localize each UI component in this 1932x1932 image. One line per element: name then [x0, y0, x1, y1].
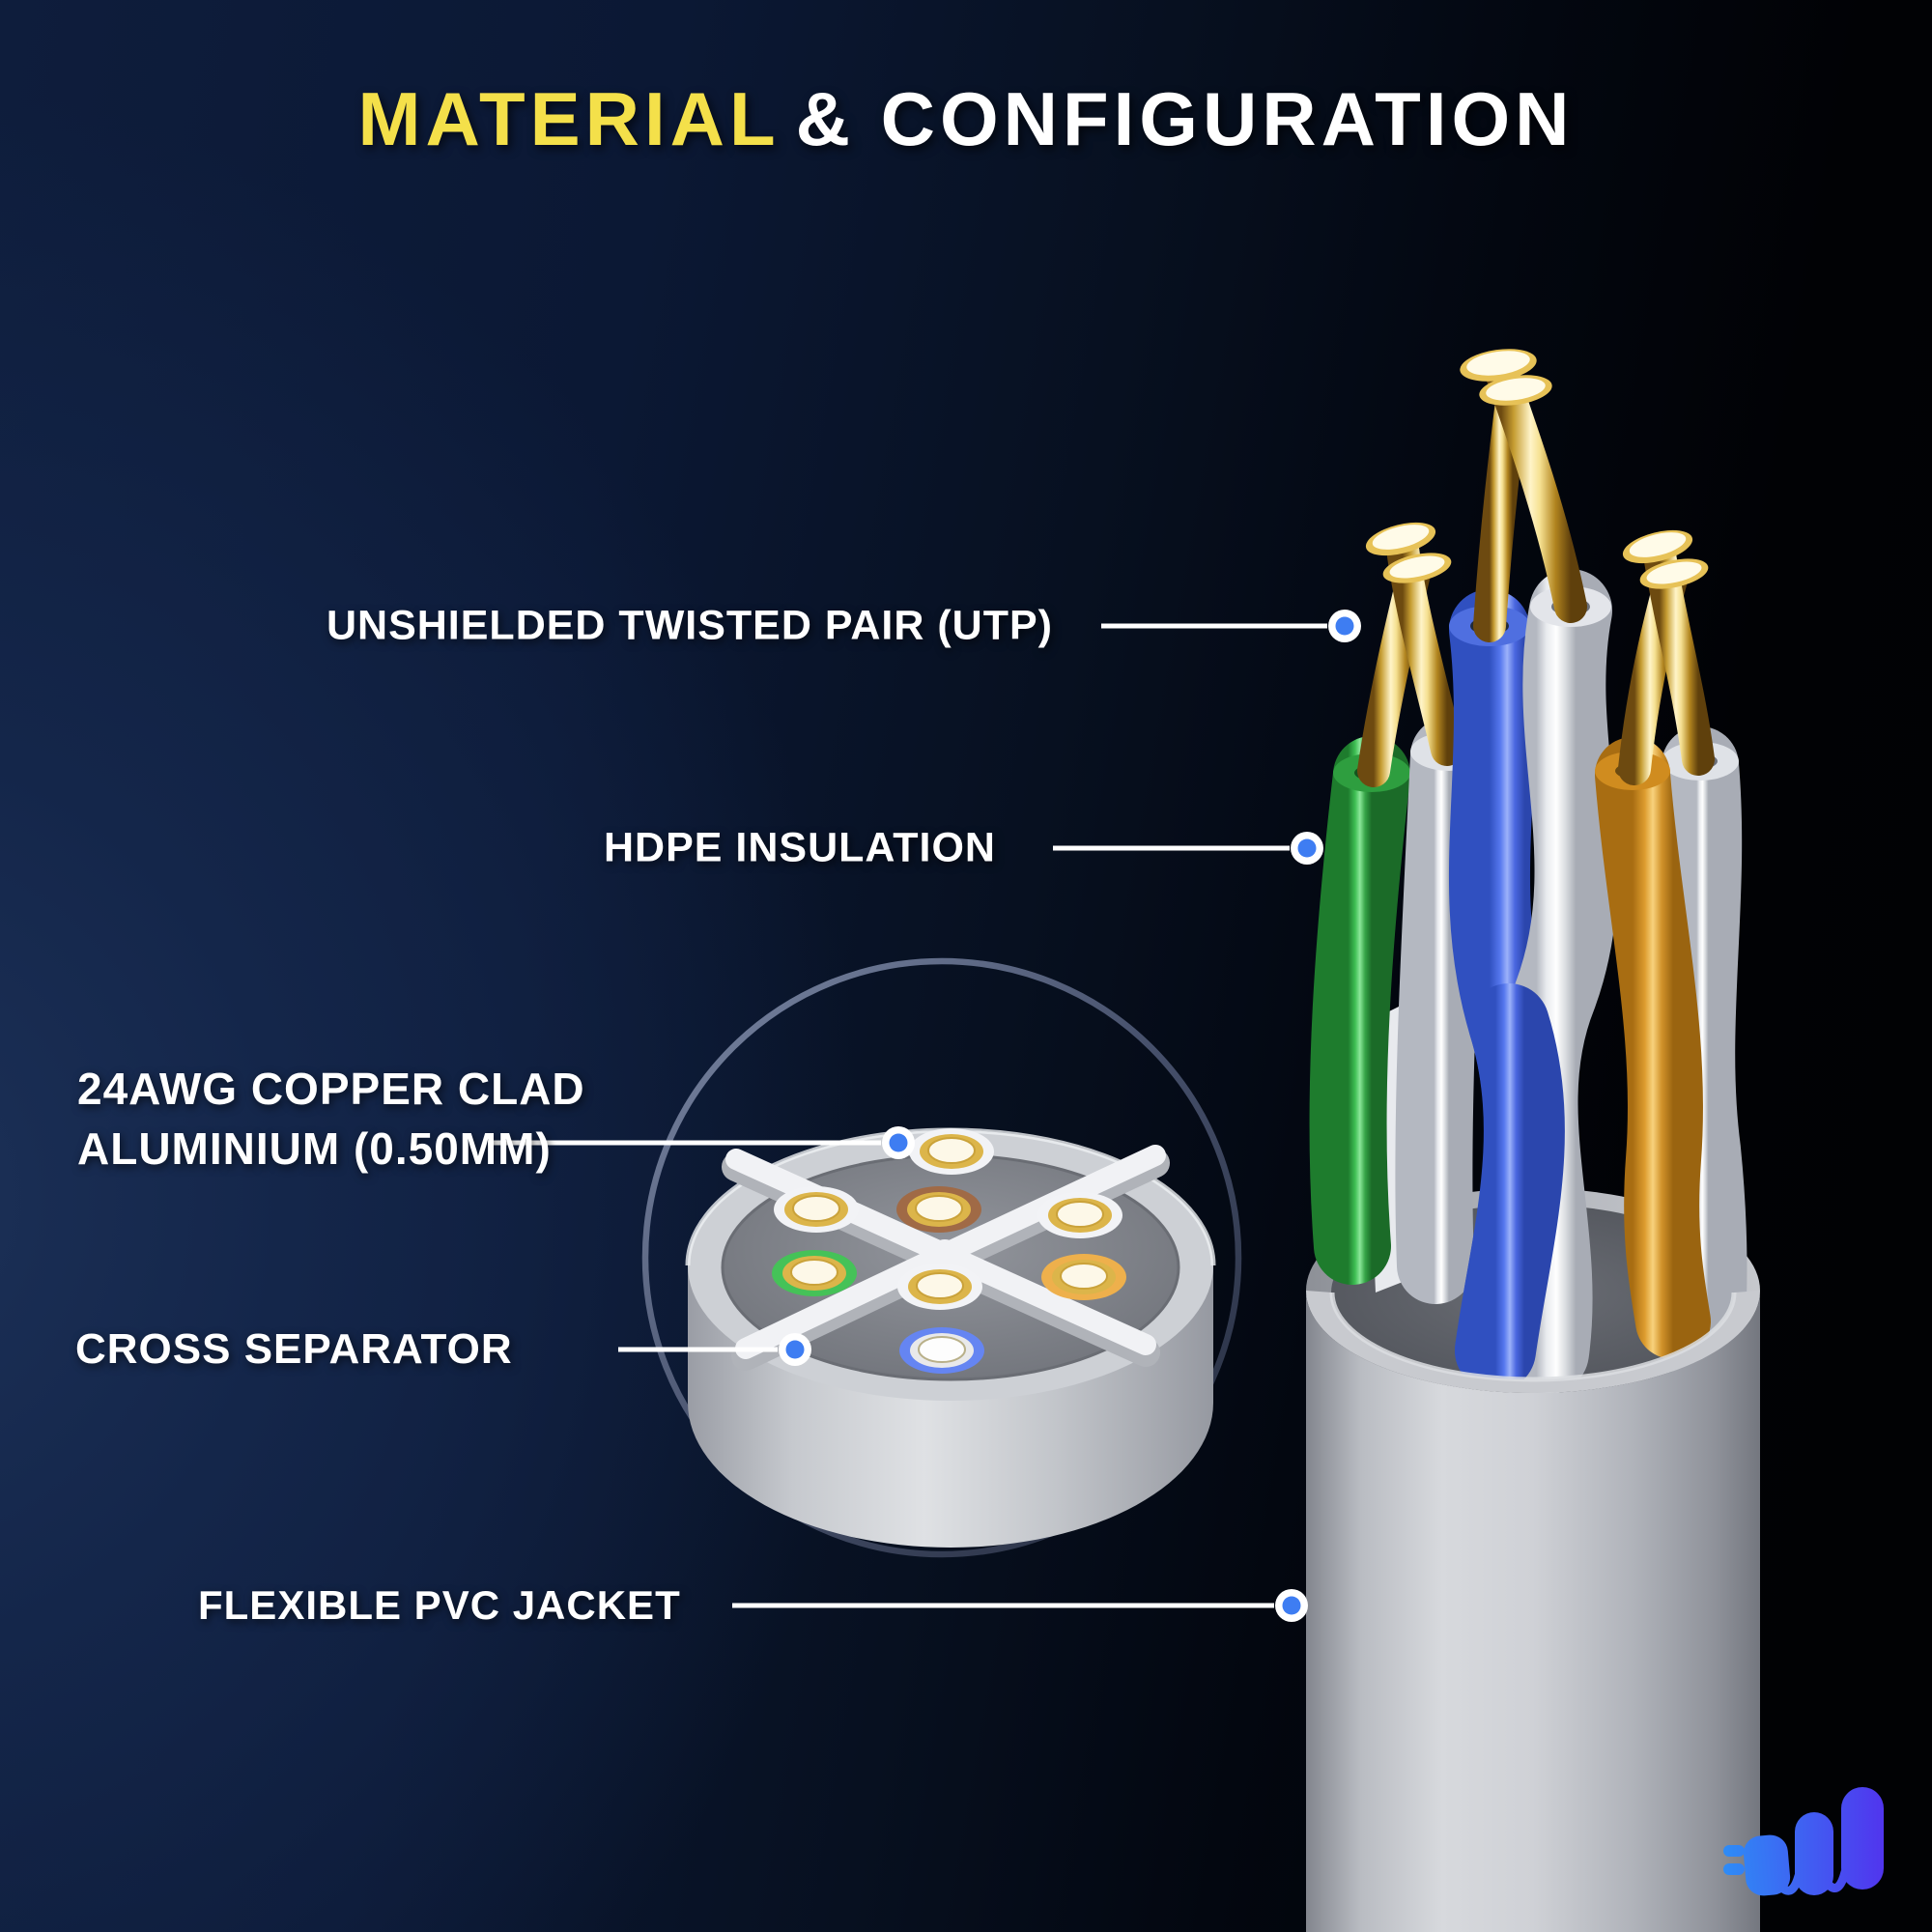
blue-pair [1448, 349, 1618, 1394]
cable-illustration [1306, 349, 1760, 1932]
callout-label-pvc-jacket: FLEXIBLE PVC JACKET [198, 1582, 681, 1628]
highlight-ring [641, 957, 1242, 1558]
callout-label-utp: UNSHIELDED TWISTED PAIR (UTP) [326, 602, 1053, 649]
callout-label-hdpe: HDPE INSULATION [604, 824, 996, 871]
copper-tips-left-pair [1365, 522, 1452, 583]
green-pair [1309, 522, 1488, 1304]
plug-wave-logo-icon [1723, 1787, 1884, 1896]
hdpe-callout-dot [1291, 832, 1323, 865]
copper-tips-center-pair [1460, 349, 1552, 406]
page-title: MATERIAL& CONFIGURATION [0, 81, 1932, 156]
utp-callout-dot [1328, 610, 1361, 642]
callout-dots [779, 610, 1361, 1622]
pvc-jacket-lip [1306, 1291, 1760, 1393]
cross-section-illustration [685, 1115, 1216, 1548]
wire-pair-blue [897, 1250, 984, 1434]
callout-lines [488, 623, 1327, 1608]
orange-pair [1595, 529, 1747, 1391]
callout-label-awg-line2: ALUMINIUM (0.50MM) [77, 1123, 552, 1174]
page-title-highlight: MATERIAL [357, 76, 781, 161]
copper-tips-right-pair [1622, 529, 1709, 589]
page-title-rest: & CONFIGURATION [795, 76, 1575, 161]
callout-label-cross-separator: CROSS SEPARATOR [75, 1325, 513, 1373]
callout-label-awg: 24AWG COPPER CLAD ALUMINIUM (0.50MM) [77, 1059, 585, 1179]
wire-pair-brown [896, 1115, 994, 1294]
awg-callout-dot [882, 1126, 915, 1159]
jacket-callout-dot [1275, 1589, 1308, 1622]
wire-pair-orange [1037, 1179, 1126, 1368]
callout-label-awg-line1: 24AWG COPPER CLAD [77, 1064, 585, 1114]
wire-pair-green [772, 1173, 859, 1364]
cross-callout-dot [779, 1333, 811, 1366]
pvc-jacket-body [1306, 1291, 1760, 1932]
